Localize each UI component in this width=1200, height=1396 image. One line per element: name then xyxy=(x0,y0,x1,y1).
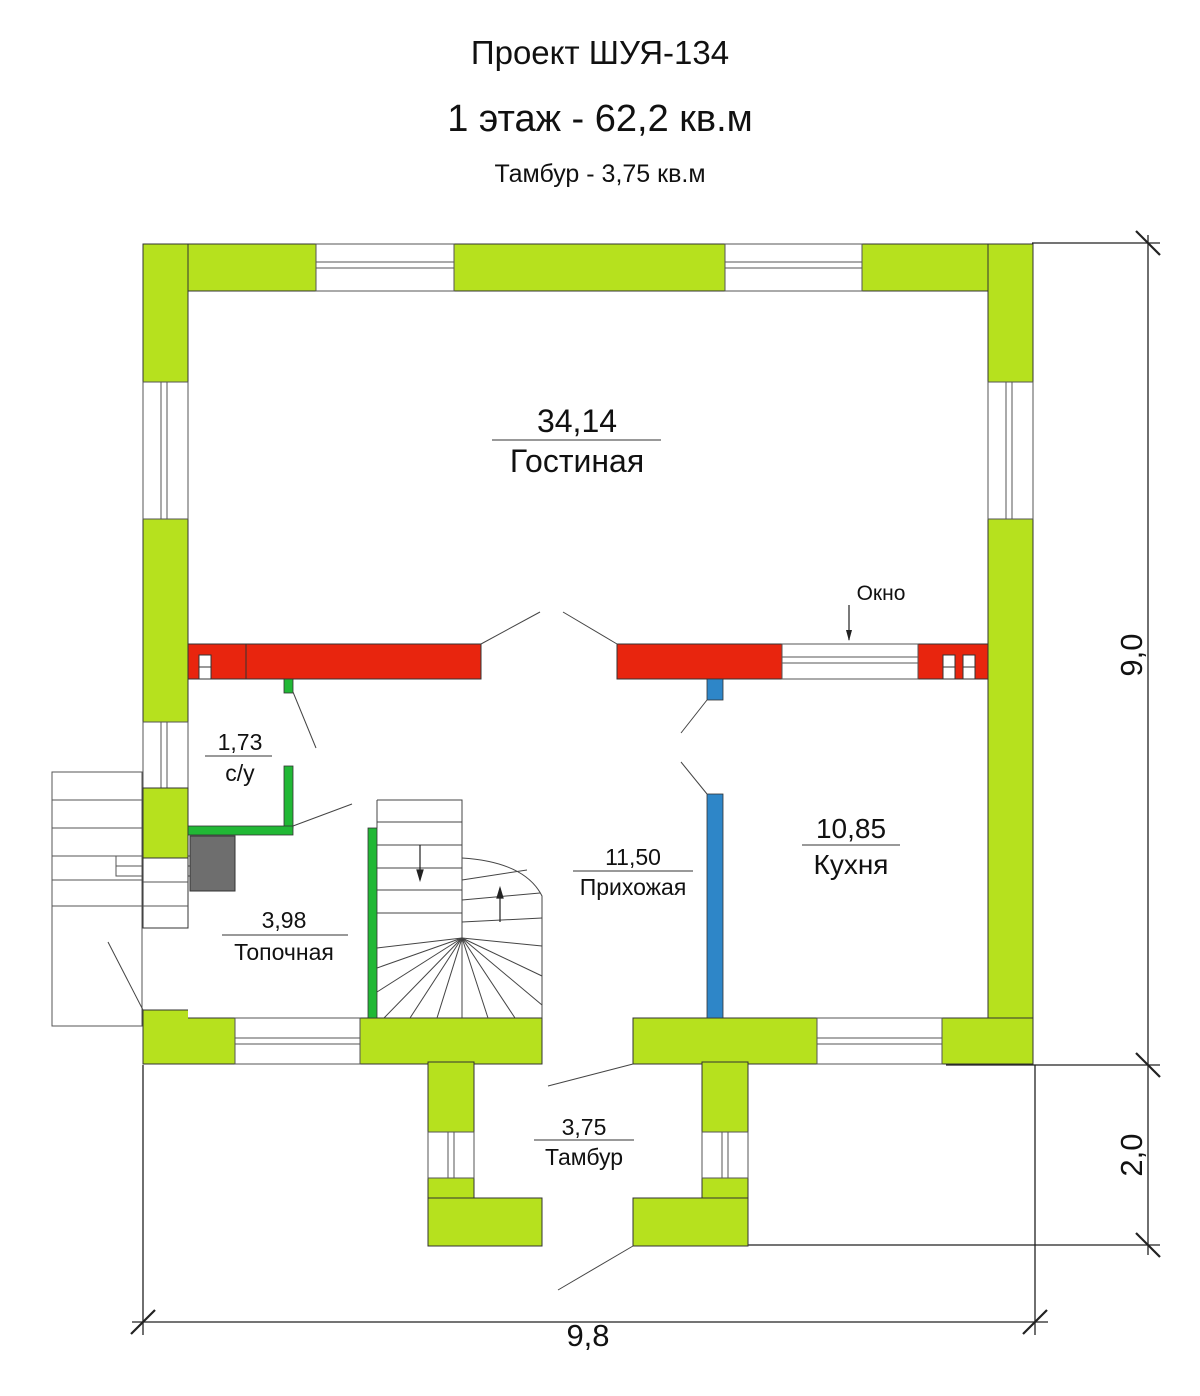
window-vestibule-right xyxy=(701,1131,749,1179)
dimension-lines xyxy=(130,230,1161,1335)
staircase xyxy=(376,799,543,1019)
vestibule-wall-left-foot xyxy=(427,1197,543,1247)
room-kitchen: 10,85 Кухня xyxy=(802,813,900,880)
room-vestibule: 3,75 Тамбур xyxy=(534,1114,634,1170)
boiler xyxy=(189,835,236,892)
room-name: Топочная xyxy=(234,939,334,965)
exterior-wall-left-corner xyxy=(142,1009,236,1065)
window-callout: Окно xyxy=(846,582,905,641)
room-name: Прихожая xyxy=(580,874,687,900)
windows xyxy=(142,243,1034,1179)
window-left-small xyxy=(142,721,189,789)
partition-blue xyxy=(706,793,724,1019)
room-name: Гостиная xyxy=(510,443,644,479)
room-name: Кухня xyxy=(814,849,889,880)
window-top-right xyxy=(724,243,863,292)
floor-area-title: 1 этаж - 62,2 кв.м xyxy=(447,98,753,140)
room-wc: 1,73 с/у xyxy=(205,729,272,786)
door-lines xyxy=(107,611,708,1291)
exterior-walls xyxy=(142,243,1034,1065)
room-hall: 11,50 Прихожая xyxy=(573,844,693,900)
vestibule-area-note: Тамбур - 3,75 кв.м xyxy=(494,160,706,188)
room-living: 34,14 Гостиная xyxy=(492,403,661,479)
room-area: 1,73 xyxy=(218,729,263,755)
room-area: 11,50 xyxy=(605,844,661,870)
partition-green-stub xyxy=(283,678,294,694)
window-label: Окно xyxy=(857,582,906,605)
partitions xyxy=(187,678,724,1019)
vestibule-wall-right-foot xyxy=(632,1197,749,1247)
left-wall-lower xyxy=(142,787,189,929)
exterior-wall-bottom-mid-left xyxy=(359,1017,543,1065)
stair-arrows xyxy=(416,845,504,922)
room-area: 10,85 xyxy=(816,813,886,844)
room-area: 3,98 xyxy=(262,907,307,933)
exterior-wall-top xyxy=(142,243,1034,292)
partition-green-horizontal xyxy=(187,825,294,836)
room-name: Тамбур xyxy=(545,1144,623,1170)
dimension-height-main: 9,0 xyxy=(1114,633,1149,676)
interior-wall-red xyxy=(187,643,989,680)
dimension-height-vestibule: 2,0 xyxy=(1114,1133,1149,1176)
room-furnace: 3,98 Топочная xyxy=(222,907,348,965)
window-top-left xyxy=(315,243,455,292)
dimension-width: 9,8 xyxy=(566,1318,609,1353)
partition-green-stair xyxy=(367,827,378,1019)
window-bottom-right xyxy=(816,1017,943,1065)
window-interior xyxy=(781,643,919,680)
window-left-upper xyxy=(142,381,189,520)
exterior-wall-bottom-mid-right xyxy=(632,1017,818,1065)
exterior-wall-bottom-right xyxy=(941,1017,1034,1065)
room-name: с/у xyxy=(225,760,255,786)
exterior-wall-right xyxy=(987,243,1034,1065)
window-right-upper xyxy=(987,381,1034,520)
room-area: 34,14 xyxy=(537,403,617,439)
room-area: 3,75 xyxy=(562,1114,607,1140)
partition-blue-stub xyxy=(706,678,724,701)
porch-steps xyxy=(51,771,191,1027)
partition-green-vertical xyxy=(283,765,294,829)
project-title: Проект ШУЯ-134 xyxy=(470,34,730,71)
window-bottom-left xyxy=(234,1017,361,1065)
window-vestibule-left xyxy=(427,1131,475,1179)
